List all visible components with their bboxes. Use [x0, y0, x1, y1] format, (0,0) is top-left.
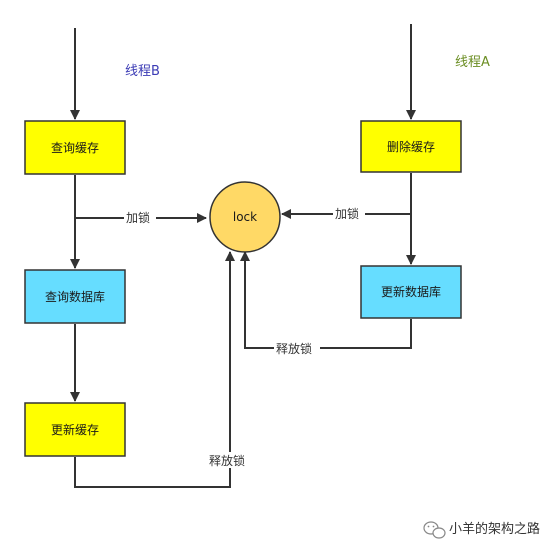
node-update-db: 更新数据库 — [360, 265, 462, 319]
node-update-cache: 更新缓存 — [24, 402, 126, 457]
watermark-text: 小羊的架构之路 — [449, 521, 540, 537]
edge-a-release — [240, 251, 412, 349]
node-query-cache-label: 查询缓存 — [51, 141, 99, 155]
label-b-release: 释放锁 — [209, 453, 245, 468]
node-lock-label: lock — [233, 210, 257, 224]
thread-b-label: 线程B — [125, 64, 160, 79]
watermark: 小羊的架构之路 — [423, 521, 540, 539]
thread-a-label: 线程A — [455, 55, 490, 70]
edge-b-release — [74, 251, 235, 488]
label-a-release: 释放锁 — [276, 341, 312, 356]
node-lock: lock — [209, 181, 281, 253]
node-query-db: 查询数据库 — [24, 269, 126, 324]
node-query-cache: 查询缓存 — [24, 120, 126, 175]
wechat-icon — [423, 521, 446, 539]
node-update-db-label: 更新数据库 — [381, 284, 441, 299]
node-delete-cache-label: 删除缓存 — [387, 139, 435, 154]
node-update-cache-label: 更新缓存 — [51, 422, 99, 437]
label-b-lock: 加锁 — [126, 210, 150, 225]
node-delete-cache: 删除缓存 — [360, 120, 462, 173]
label-a-lock: 加锁 — [335, 206, 359, 221]
node-query-db-label: 查询数据库 — [45, 289, 105, 304]
